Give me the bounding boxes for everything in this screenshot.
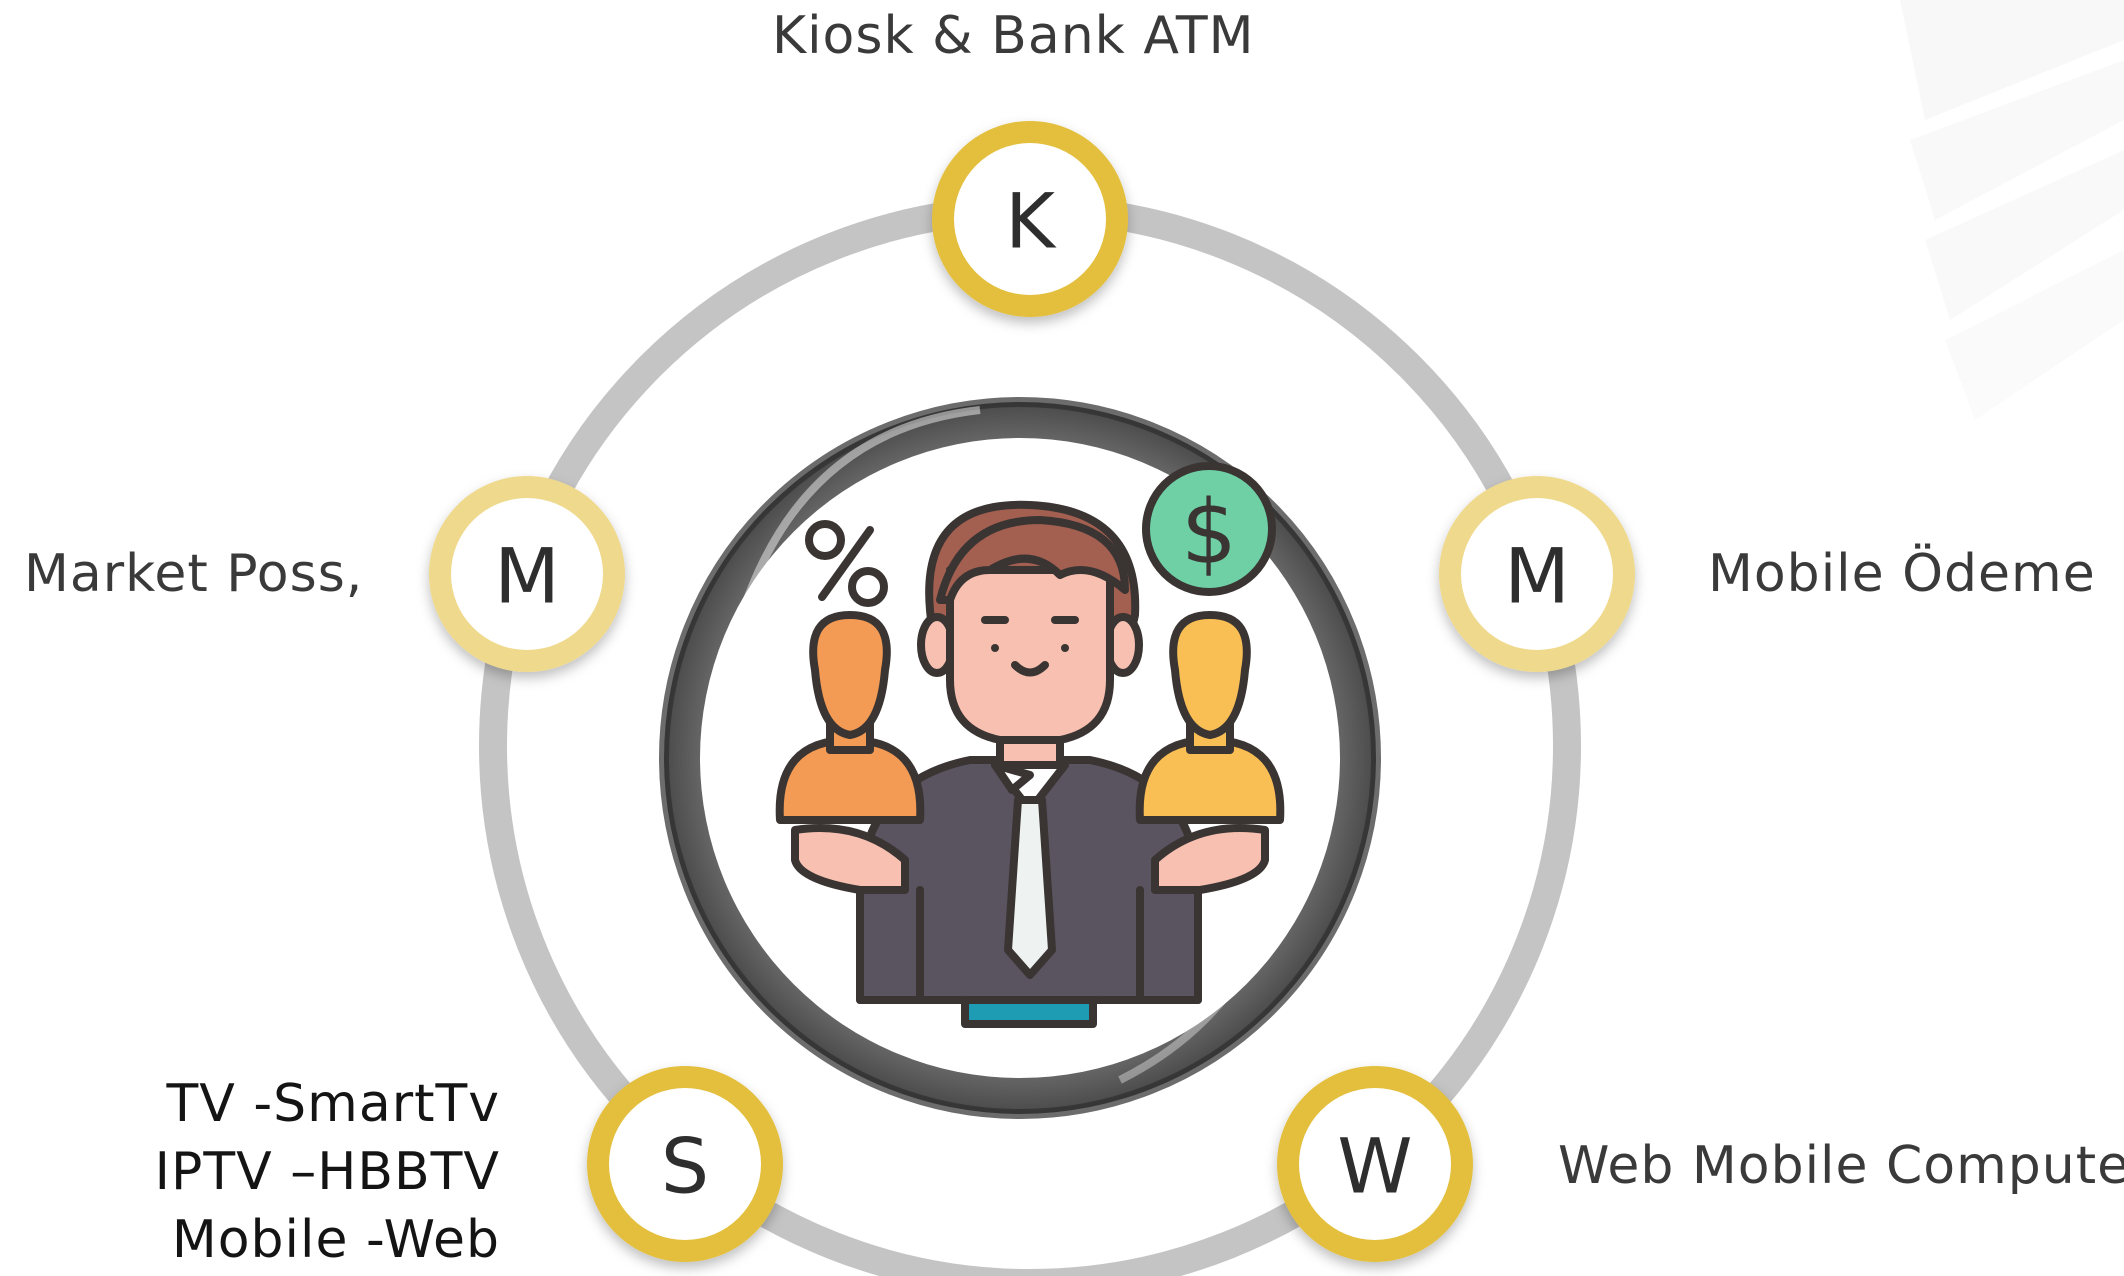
decorative-stripes xyxy=(1900,0,2124,420)
label-kiosk: Kiosk & Bank ATM xyxy=(772,6,1255,66)
node-mobile: M xyxy=(1439,476,1635,672)
label-smarttv: TV -SmartTv IPTV –HBBTV Mobile -Web xyxy=(155,1070,500,1274)
node-letter: M xyxy=(1504,532,1570,621)
node-letter: M xyxy=(494,532,560,621)
node-web: W xyxy=(1277,1066,1473,1262)
node-kiosk: K xyxy=(932,121,1128,317)
label-mobile: Mobile Ödeme xyxy=(1708,544,2096,604)
node-letter: S xyxy=(661,1122,709,1211)
businessman-with-customers-icon xyxy=(775,462,1285,1028)
label-web: Web Mobile Computer xyxy=(1558,1136,2124,1196)
node-smarttv: S xyxy=(587,1066,783,1262)
node-letter: K xyxy=(1005,177,1057,266)
label-smarttv-line: Mobile -Web xyxy=(171,1210,500,1270)
label-smarttv-line: TV -SmartTv xyxy=(166,1074,500,1134)
dollar-symbol: $ xyxy=(1181,481,1237,584)
node-letter: W xyxy=(1337,1122,1412,1211)
label-smarttv-line: IPTV –HBBTV xyxy=(154,1142,500,1202)
label-market: Market Poss, xyxy=(24,544,364,604)
node-market: M xyxy=(429,476,625,672)
